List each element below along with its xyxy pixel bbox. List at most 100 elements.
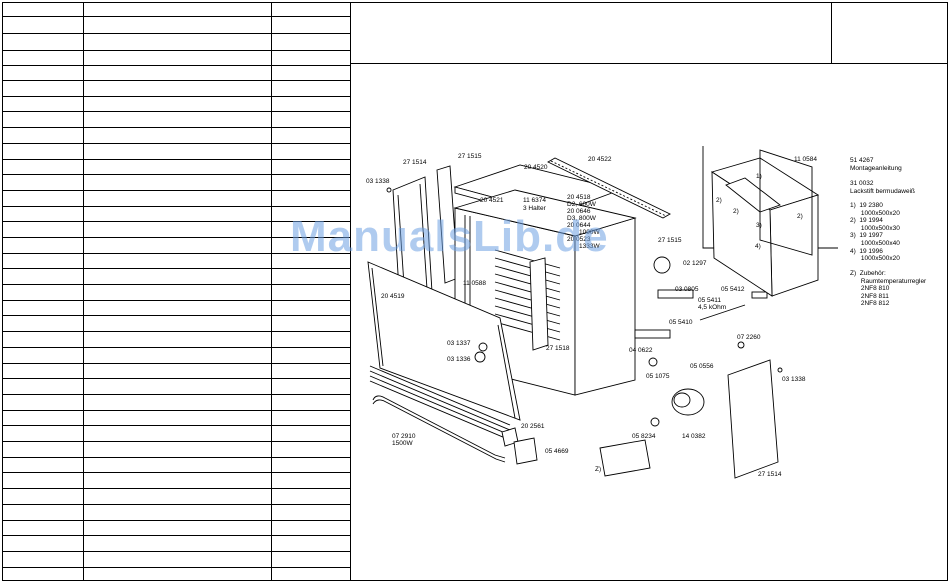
- label-03-1338-right: 03 1338: [782, 376, 806, 383]
- parts-table-row: [3, 457, 350, 458]
- label-05-0556: 05 0556: [690, 363, 714, 370]
- label-05-5411: 05 5411: [698, 297, 722, 304]
- parts-table-row: [3, 441, 350, 442]
- label-02-1297: 02 1297: [683, 260, 707, 267]
- label-4-5-kohm: 4,5 kOhm: [698, 304, 727, 311]
- parts-table-row: [3, 284, 350, 285]
- side-panel-right: [727, 359, 779, 479]
- switch: [648, 357, 658, 367]
- parts-table-row: [3, 363, 350, 364]
- parts-table-row: [3, 33, 350, 34]
- parts-table-row: [3, 190, 350, 191]
- label-d3-800w: D3, 800W: [567, 215, 596, 222]
- parts-table-row: [3, 237, 350, 238]
- parts-table-row: [3, 504, 350, 505]
- heating-elements: [494, 249, 561, 341]
- label-20-4521: 20 4521: [480, 197, 504, 204]
- label-04-0622: 04 0622: [629, 347, 653, 354]
- parts-table-row: [3, 221, 350, 222]
- label-14-0382: 14 0382: [682, 433, 706, 440]
- parts-table-row: [3, 331, 350, 332]
- parts-table-row: [3, 410, 350, 411]
- parts-table-row: [3, 347, 350, 348]
- label-3-halter: 3 Halter: [523, 205, 546, 212]
- front-grille: [367, 261, 521, 421]
- label-20-0644: 20 0644: [567, 222, 591, 229]
- small-part: [737, 341, 745, 349]
- louvers: [369, 365, 511, 441]
- label-27-1515-mid: 27 1515: [658, 237, 682, 244]
- inset-filter-box: [702, 146, 838, 297]
- fan-motor: [673, 392, 691, 408]
- label-11-0588: 11 0588: [463, 280, 487, 287]
- heating-rod: [372, 395, 506, 463]
- label-1500w: 1500W: [392, 440, 413, 447]
- parts-table-row: [3, 378, 350, 379]
- label-z: Z): [595, 466, 602, 473]
- parts-table-column-divider: [83, 3, 84, 580]
- label-27-1515-top: 27 1515: [458, 153, 482, 160]
- note-lackstift: 31 0032 Lackstift bermudaweiß: [850, 180, 916, 195]
- label-1000w: 1000W: [579, 229, 600, 236]
- label-03-0805: 03 0805: [675, 286, 699, 293]
- note-zubehoer: Z) Zubehör: Raumtemperaturregler 2NF8 81…: [850, 270, 927, 308]
- inner-frame: [529, 257, 549, 351]
- parts-table-row: [3, 253, 350, 254]
- parts-table-column-divider: [271, 3, 272, 580]
- parts-table-row: [3, 315, 350, 316]
- parts-table-row: [3, 206, 350, 207]
- parts-table-row: [3, 567, 350, 568]
- label-11-6374: 11 6374: [523, 197, 547, 204]
- title-block-divider: [831, 3, 832, 63]
- label-20-4518: 20 4518: [567, 194, 591, 201]
- parts-table-row: [3, 16, 350, 17]
- parts-table-row: [3, 65, 350, 66]
- screw: [386, 187, 392, 193]
- parts-table-row: [3, 127, 350, 128]
- parts-table-row: [3, 488, 350, 489]
- parts-table-row: [3, 50, 350, 51]
- label-05-5410: 05 5410: [669, 319, 693, 326]
- watermark: ManualsLib.de: [290, 212, 609, 261]
- parts-table-row: [3, 143, 350, 144]
- knob: [478, 342, 488, 352]
- label-20-0523: 20 0523: [567, 236, 591, 243]
- fan-motor: [671, 388, 705, 416]
- label-05-8234: 05 8234: [632, 433, 656, 440]
- control-module: [513, 437, 538, 465]
- label-07-2910: 07 2910: [392, 433, 416, 440]
- drawing-area: [351, 64, 948, 581]
- parts-table-row: [3, 425, 350, 426]
- thermostat: [653, 256, 671, 274]
- sensor-cable: [699, 304, 746, 321]
- label-03-1336: 03 1336: [447, 356, 471, 363]
- parts-table-row: [3, 535, 350, 536]
- parts-table-row: [3, 96, 350, 97]
- note-montageanleitung: 51 4267 Montageanleitung: [850, 157, 902, 172]
- label-27-1514-top: 27 1514: [403, 159, 427, 166]
- label-20-0646: 20 0646: [567, 208, 591, 215]
- label-05-5412: 05 5412: [721, 286, 745, 293]
- note-filter-sizes: 1) 19 2380 1000x500x20 2) 19 1994 1000x5…: [850, 202, 900, 263]
- inset-label-2b: 2): [733, 208, 739, 215]
- parts-list-table: [2, 2, 351, 581]
- label-20-4519: 20 4519: [381, 293, 405, 300]
- label-03-1338-left: 03 1338: [366, 178, 390, 185]
- parts-table-row: [3, 520, 350, 521]
- screw: [777, 367, 783, 373]
- parts-table-row: [3, 300, 350, 301]
- inset-label-2a: 2): [716, 197, 722, 204]
- title-block: [351, 2, 948, 64]
- parts-table-row: [3, 80, 350, 81]
- knob: [474, 351, 486, 363]
- label-d2-600w: D2, 600W: [567, 201, 596, 208]
- parts-table-row: [3, 394, 350, 395]
- inset-label-4: 4): [755, 243, 761, 250]
- label-1333w: 1333W: [579, 243, 600, 250]
- parts-table-row: [3, 159, 350, 160]
- parts-table-row: [3, 551, 350, 552]
- parts-table-row: [3, 268, 350, 269]
- capacitor: [650, 417, 660, 427]
